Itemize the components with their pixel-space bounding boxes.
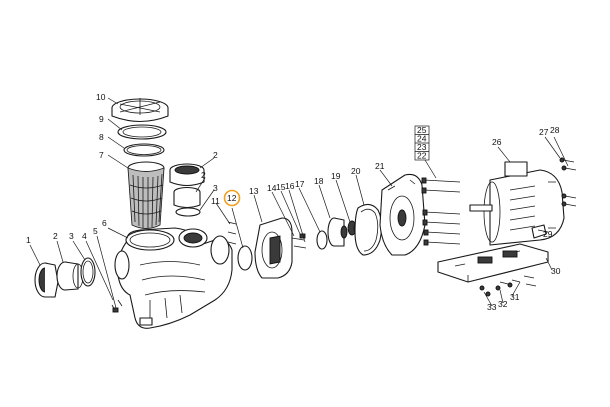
part-screws-14-16 bbox=[291, 233, 307, 249]
callout-30: 30 bbox=[551, 266, 561, 276]
part-tail-piece-top bbox=[173, 186, 201, 209]
part-pump-body bbox=[114, 227, 233, 329]
part-bolts-22-25 bbox=[421, 177, 461, 246]
part-impeller-ring bbox=[316, 230, 328, 250]
part-o-ring bbox=[80, 257, 96, 287]
callout-12-highlight bbox=[223, 189, 241, 207]
callout-33: 33 bbox=[487, 302, 497, 312]
callout-26: 26 bbox=[492, 137, 502, 147]
leader-lines bbox=[29, 97, 569, 309]
callout-32: 32 bbox=[498, 299, 508, 309]
callout-19: 19 bbox=[331, 171, 341, 181]
callout-6: 6 bbox=[102, 218, 107, 228]
callout-8: 8 bbox=[99, 132, 104, 142]
callout-2-top: 2 bbox=[201, 170, 206, 180]
callout-labels: 1 2 3 4 5 6 7 8 9 10 2 2 3 11 12 13 14 1… bbox=[26, 92, 561, 312]
part-impeller bbox=[327, 217, 348, 247]
callout-9: 9 bbox=[99, 114, 104, 124]
part-seal-plate bbox=[379, 173, 426, 256]
callout-24: 24 bbox=[417, 134, 427, 144]
callout-15: 15 bbox=[276, 182, 286, 192]
callout-3: 3 bbox=[69, 231, 74, 241]
part-lid bbox=[111, 98, 169, 123]
part-motor bbox=[469, 161, 565, 246]
callout-17: 17 bbox=[295, 179, 305, 189]
callout-16: 16 bbox=[285, 181, 295, 191]
part-o-ring-top bbox=[175, 207, 201, 217]
callout-13: 13 bbox=[249, 186, 259, 196]
callout-25: 25 bbox=[417, 125, 427, 135]
callout-3b: 3 bbox=[213, 183, 218, 193]
part-screws-11 bbox=[227, 221, 237, 245]
part-bracket-29 bbox=[531, 224, 547, 239]
callout-14: 14 bbox=[267, 183, 277, 193]
callout-10: 10 bbox=[96, 92, 106, 102]
part-union-nut-top bbox=[169, 163, 205, 187]
part-diffuser bbox=[254, 217, 293, 279]
callout-2b: 2 bbox=[213, 150, 218, 160]
callout-21: 21 bbox=[375, 161, 385, 171]
callout-11: 11 bbox=[211, 196, 220, 206]
callout-28: 28 bbox=[550, 125, 560, 135]
part-lid-ring bbox=[117, 124, 167, 140]
part-lid-o-ring bbox=[123, 143, 165, 157]
callout-18: 18 bbox=[314, 176, 324, 186]
callout-4: 4 bbox=[82, 231, 87, 241]
callout-2: 2 bbox=[53, 231, 58, 241]
part-tail-piece bbox=[56, 261, 84, 291]
part-base-screws bbox=[479, 275, 537, 297]
part-o-ring-12 bbox=[237, 245, 253, 271]
part-strainer-basket bbox=[127, 161, 165, 229]
callout-22: 22 bbox=[417, 151, 427, 161]
part-base-plate bbox=[437, 243, 549, 283]
callout-20: 20 bbox=[351, 166, 361, 176]
part-gasket bbox=[354, 203, 383, 256]
callout-29: 29 bbox=[543, 229, 553, 239]
part-union-nut bbox=[34, 262, 59, 298]
callout-31: 31 bbox=[510, 292, 520, 302]
callout-27: 27 bbox=[539, 127, 549, 137]
callout-7: 7 bbox=[99, 150, 104, 160]
part-drain-plugs bbox=[111, 299, 123, 313]
part-motor-bolts bbox=[559, 157, 577, 207]
callout-12: 12 bbox=[227, 193, 237, 203]
callout-5: 5 bbox=[93, 226, 98, 236]
callout-1: 1 bbox=[26, 235, 31, 245]
callout-23: 23 bbox=[417, 142, 427, 152]
